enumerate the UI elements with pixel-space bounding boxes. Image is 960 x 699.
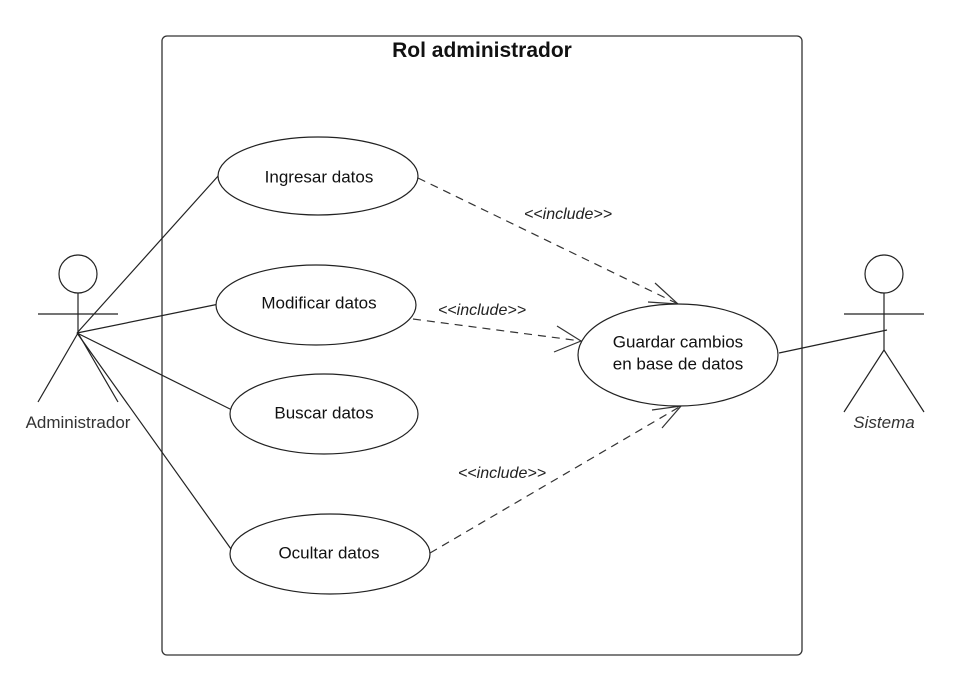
use-case-buscar[interactable] [229, 373, 419, 455]
system-title: Rol administrador [392, 39, 572, 62]
assoc-ocultar [76, 332, 232, 550]
use-case-buscar-label: Buscar datos [274, 403, 373, 422]
actor-administrador[interactable] [37, 254, 119, 403]
assoc-modificar [76, 303, 220, 334]
actor-sistema-head [864, 254, 904, 294]
use-case-guardar-label-1: Guardar cambios [613, 332, 743, 351]
include-label-1: <<include>> [524, 206, 612, 223]
include-line-1 [417, 177, 679, 305]
actor-administrador-head [58, 254, 98, 294]
include-lines [412, 177, 683, 554]
actor-sistema[interactable] [843, 254, 925, 413]
system-boundary [161, 35, 803, 656]
assoc-ingresar [76, 174, 220, 334]
include-arrowhead-3 [651, 405, 683, 429]
use-case-ingresar-label: Ingresar datos [265, 167, 374, 186]
include-label-2: <<include>> [438, 302, 526, 319]
use-case-modificar[interactable] [215, 264, 417, 346]
include-line-2 [412, 318, 582, 342]
use-case-ingresar[interactable] [217, 136, 419, 216]
admin-associations [76, 174, 233, 550]
actor-administrador-label: Administrador [26, 413, 131, 432]
include-line-3 [429, 405, 682, 554]
assoc-sistema [778, 329, 888, 354]
use-cases [215, 136, 779, 595]
assoc-buscar [76, 332, 233, 411]
use-case-modificar-label: Modificar datos [261, 293, 376, 312]
use-case-ocultar-label: Ocultar datos [278, 543, 379, 562]
include-label-3: <<include>> [458, 465, 546, 482]
use-case-guardar-label-2: en base de datos [613, 354, 743, 373]
include-arrowhead-1 [647, 282, 680, 305]
use-case-guardar[interactable] [577, 303, 779, 407]
use-case-ocultar[interactable] [229, 513, 431, 595]
actor-sistema-label: Sistema [853, 413, 914, 432]
include-arrowhead-2 [553, 325, 583, 353]
